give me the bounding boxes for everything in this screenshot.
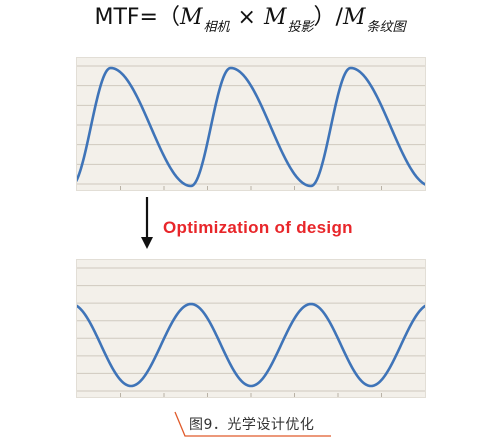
formula-sub-projection: 投影 — [287, 20, 314, 35]
formula-m-camera: M — [180, 5, 203, 30]
after-optimization-plot — [76, 259, 426, 398]
caption-text: 图9．光学设计优化 — [189, 417, 315, 433]
formula-close-paren: ） — [313, 5, 336, 30]
waveform-series — [77, 66, 425, 188]
figure-caption: 图9．光学设计优化 — [173, 410, 333, 440]
before-optimization-chart — [77, 65, 425, 190]
formula-m-fringe: M — [342, 5, 366, 30]
formula-lhs: MTF= — [94, 5, 158, 30]
formula-slash: / — [335, 5, 343, 30]
after-optimization-chart — [77, 267, 425, 397]
mtf-formula: MTF=（M相机×M投影）/M条纹图 — [0, 4, 500, 42]
waveform-series — [77, 302, 425, 388]
formula-sub-fringe: 条纹图 — [366, 20, 406, 35]
formula-sub-camera: 相机 — [203, 20, 230, 35]
formula-m-projection: M — [263, 5, 287, 30]
before-optimization-plot — [76, 57, 426, 191]
optimization-label: Optimization of design — [163, 218, 353, 237]
formula-times: × — [237, 5, 256, 30]
formula-open-paren: （ — [157, 5, 180, 30]
down-arrow-icon — [141, 197, 153, 249]
caption-bracket-icon — [174, 411, 331, 437]
